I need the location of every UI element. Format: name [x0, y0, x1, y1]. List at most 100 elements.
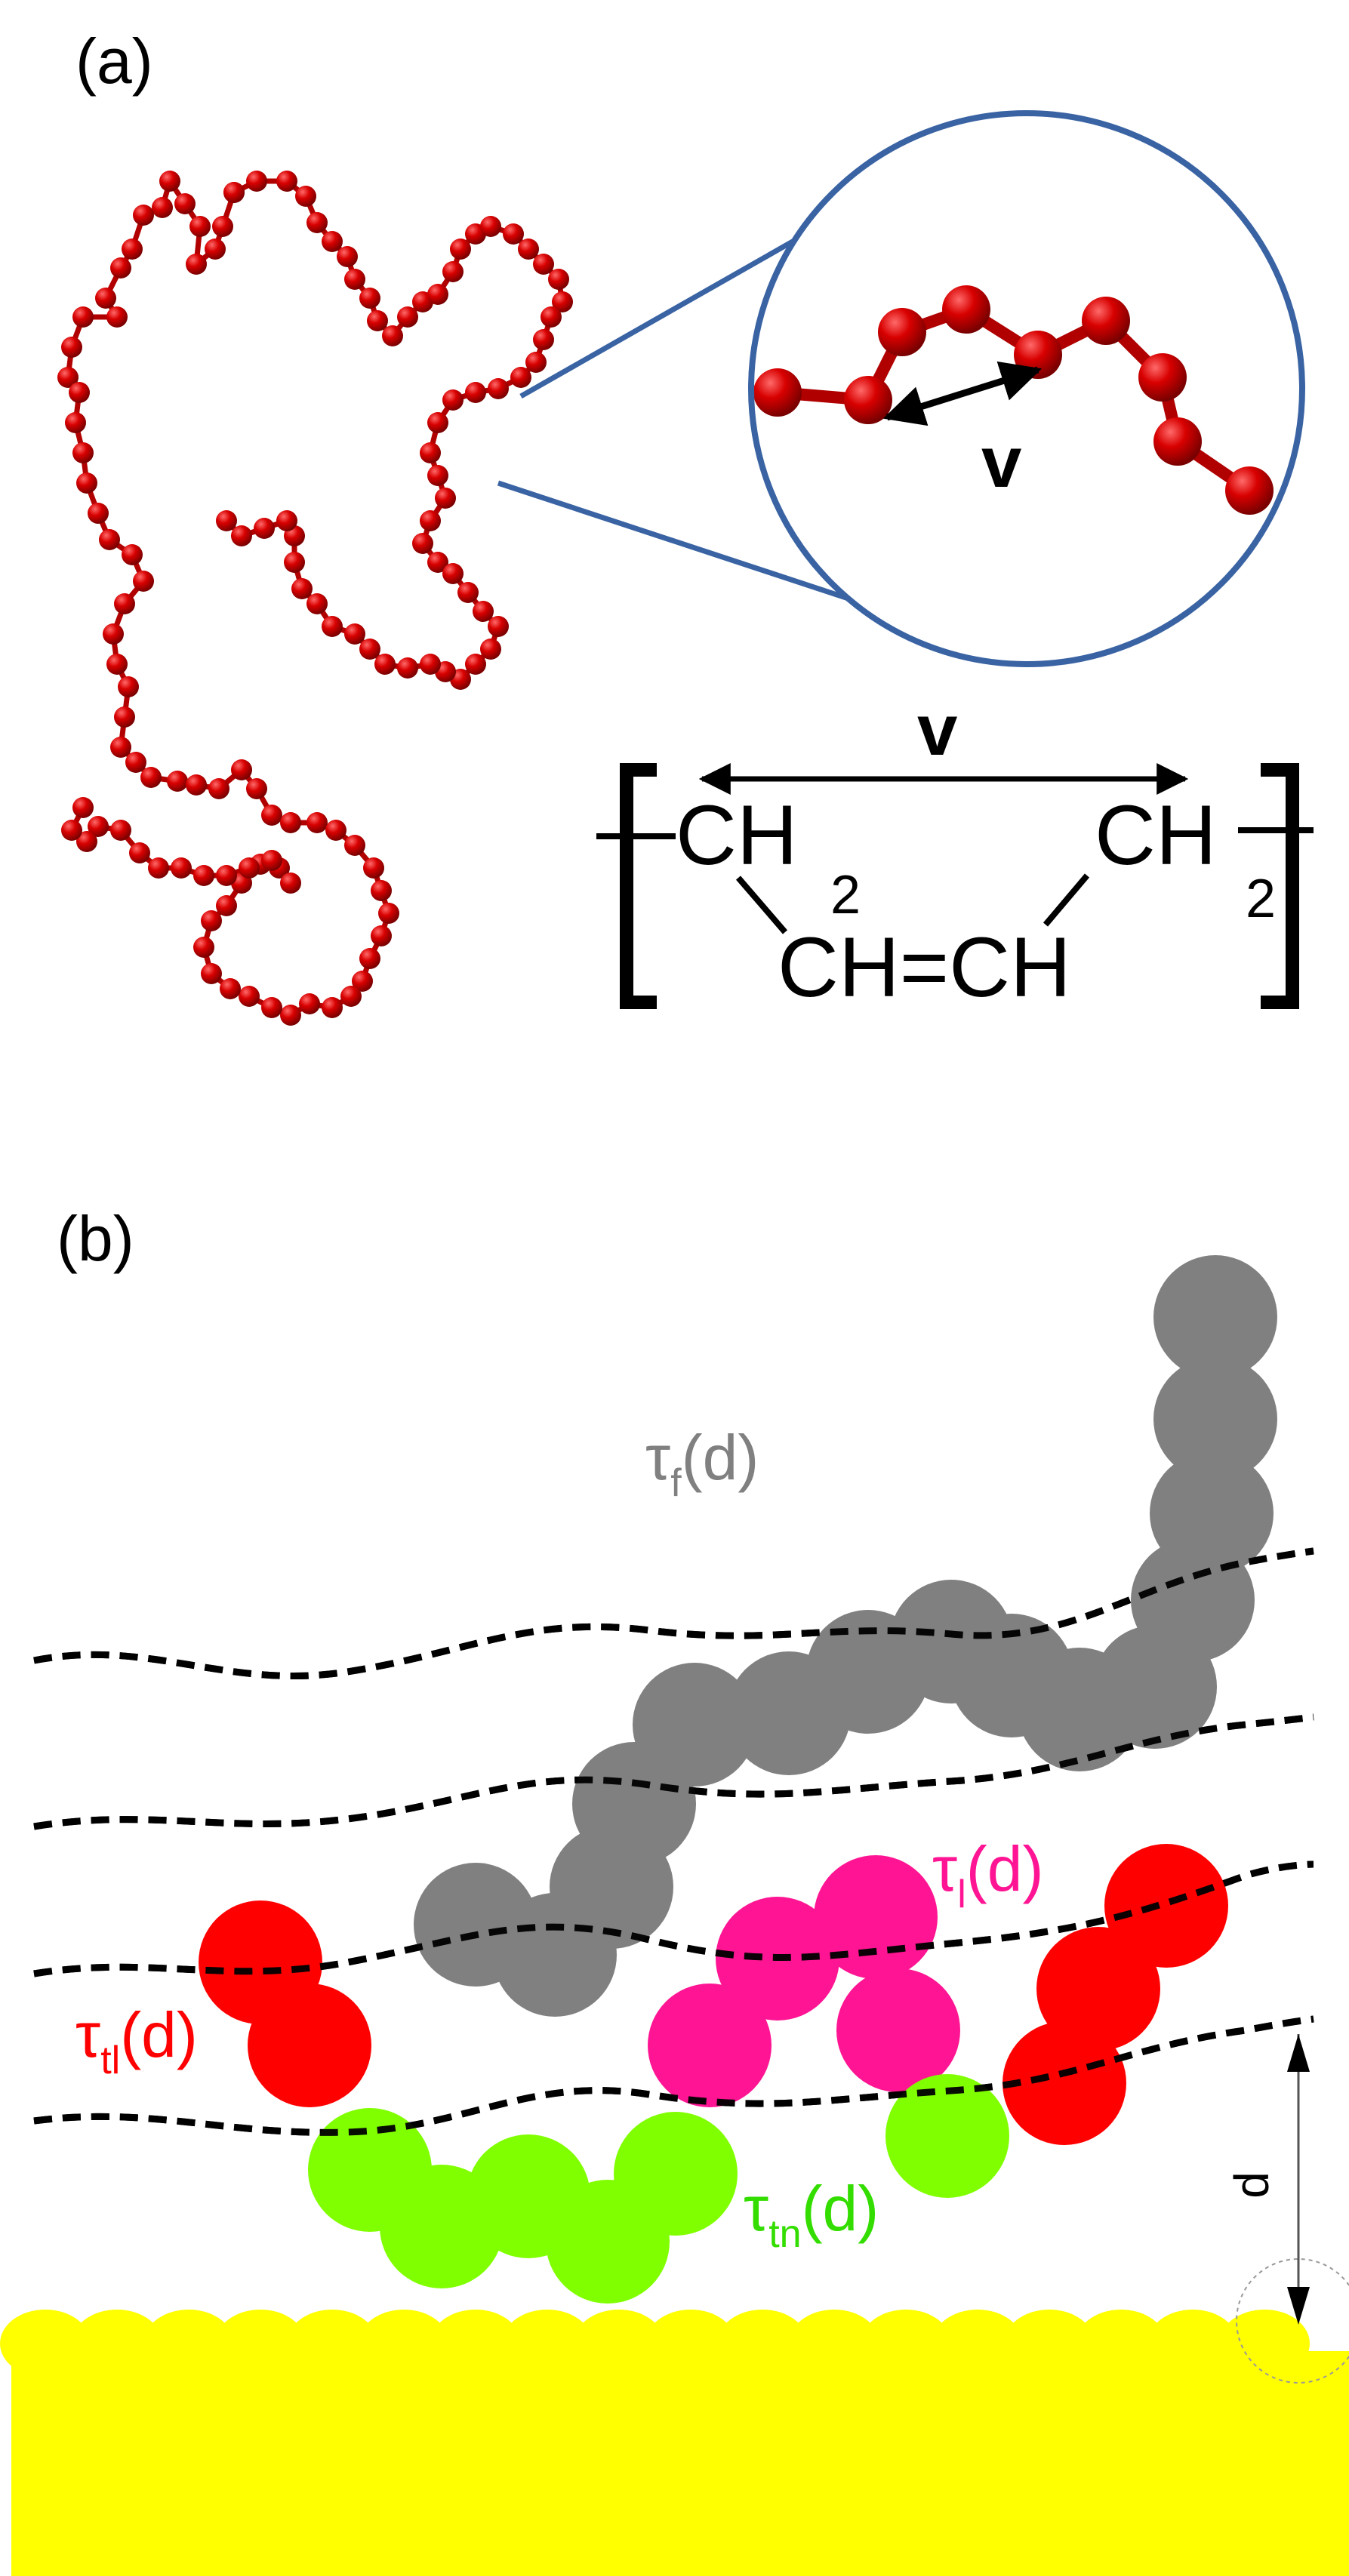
bead — [322, 231, 343, 252]
polymer-chain — [57, 171, 573, 1026]
surface-bump — [1219, 2310, 1310, 2377]
bead — [261, 850, 282, 871]
bead — [382, 325, 403, 346]
bead — [129, 842, 150, 863]
bead — [480, 216, 501, 237]
bead — [533, 329, 554, 350]
bead — [306, 593, 328, 614]
bead — [125, 752, 146, 773]
bead — [140, 767, 162, 788]
bead — [220, 978, 241, 999]
left-diagonal-bond — [735, 876, 788, 934]
bead — [427, 412, 448, 433]
bead — [110, 820, 131, 841]
surface-bump — [287, 2310, 377, 2377]
bead — [442, 389, 464, 411]
right-subscript: 2 — [1246, 869, 1276, 929]
tail-segment-right — [1003, 1844, 1228, 2145]
bead — [473, 601, 494, 622]
bead — [359, 639, 380, 660]
tau-tn-label: τtn(d) — [744, 2173, 879, 2256]
bead — [193, 937, 214, 958]
bead — [106, 654, 128, 675]
bead — [171, 857, 192, 879]
structure-vector-label: v — [917, 690, 957, 771]
bead — [284, 552, 305, 573]
bead — [261, 997, 282, 1018]
bead — [186, 774, 207, 796]
left-subscript: 2 — [830, 865, 861, 925]
surface-bump — [1147, 2310, 1238, 2377]
bead — [420, 510, 441, 531]
segment-bead — [814, 1855, 938, 1979]
zoom-circle — [748, 110, 1305, 667]
bead — [397, 657, 418, 679]
bead — [371, 880, 392, 901]
bead — [167, 771, 188, 792]
free-chain-segment — [414, 1255, 1277, 2017]
bead — [95, 288, 116, 309]
segment-bead — [614, 2112, 738, 2236]
zoom-bead — [878, 308, 926, 356]
bead — [359, 948, 380, 969]
center-ch-ch-group: CH=CH — [778, 920, 1071, 1014]
bead — [378, 903, 399, 924]
bead — [223, 182, 245, 203]
bead — [359, 288, 380, 309]
bead — [344, 623, 365, 645]
zoom-bead — [1138, 353, 1187, 402]
bead — [420, 442, 441, 463]
bead — [280, 1005, 301, 1026]
bead — [239, 986, 260, 1007]
zoom-bead — [1082, 297, 1130, 345]
bead — [442, 563, 464, 584]
bead — [193, 865, 214, 886]
bead — [280, 812, 301, 833]
segment-bead — [1153, 1255, 1277, 1379]
tail-segment-left — [199, 1900, 371, 2107]
bead — [246, 171, 267, 192]
tau-tl-label: τtl(d) — [75, 1999, 198, 2082]
bead — [306, 212, 328, 233]
bead — [246, 778, 267, 799]
bead — [427, 284, 448, 305]
bead — [65, 412, 86, 433]
bead — [72, 797, 94, 818]
zoom-bead — [1225, 466, 1274, 515]
bead — [427, 552, 448, 573]
bead — [291, 578, 313, 599]
bead — [216, 895, 237, 916]
bead — [510, 367, 531, 388]
surface-bump — [574, 2310, 664, 2377]
bead — [465, 654, 486, 675]
bead — [276, 510, 297, 531]
bead — [174, 193, 196, 214]
bead — [148, 857, 169, 879]
surface-bump — [430, 2310, 521, 2377]
bead — [325, 820, 346, 841]
panel-a-label: (a) — [75, 26, 153, 97]
bead — [371, 925, 392, 946]
bead — [189, 216, 211, 237]
bead — [276, 171, 297, 192]
surface-bump — [143, 2310, 234, 2377]
surface-bump — [645, 2310, 736, 2377]
bead — [72, 442, 94, 463]
tau-f-label: τf(d) — [645, 1422, 759, 1505]
bead — [106, 306, 128, 328]
surface-bump — [932, 2310, 1023, 2377]
bead — [103, 623, 124, 645]
panel-a: (a) v v CH 2 CH — [57, 26, 1314, 1026]
bead — [72, 306, 94, 328]
bead — [541, 306, 562, 328]
surface-bump — [502, 2310, 593, 2377]
bead — [306, 812, 328, 833]
bead — [201, 910, 222, 931]
bead — [322, 997, 343, 1018]
train-segment — [308, 2074, 1009, 2304]
segment-bead — [248, 1984, 371, 2107]
bead — [110, 257, 131, 279]
bead — [110, 737, 131, 758]
bead — [88, 816, 109, 837]
